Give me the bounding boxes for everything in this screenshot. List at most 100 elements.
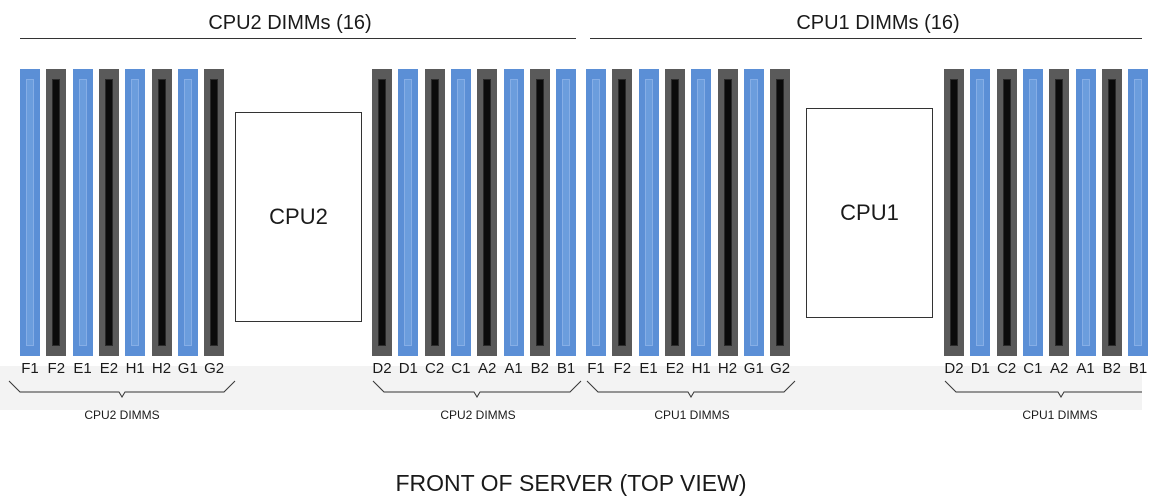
dimm-slot-label: E2 (99, 360, 119, 377)
cpu1-label: CPU1 (840, 200, 899, 225)
dimm-slot-label: D2 (372, 360, 392, 377)
dimm-slot-h2 (151, 69, 172, 356)
dimm-slot-label: H1 (125, 360, 145, 377)
dimm-slot-g2 (770, 69, 791, 356)
dimm-slot-latch (1107, 79, 1116, 346)
dimm-slot-label: A2 (478, 360, 497, 377)
dimm-slot-latch (26, 79, 34, 346)
dimm-slot-g1 (177, 69, 198, 356)
dimm-slot-label: C2 (425, 360, 445, 377)
dimm-slot-label: H1 (691, 360, 711, 377)
dimm-slot-d2 (944, 69, 964, 356)
dimm-slot-latch (104, 79, 113, 346)
dimm-slot-f1 (586, 69, 606, 356)
dimm-slot-label: B2 (1102, 360, 1121, 377)
dimm-slot-label: E2 (665, 360, 685, 377)
dimm-slot-latch (976, 79, 985, 346)
cpu2-socket: CPU2 (235, 112, 362, 322)
dimm-slot-label: B2 (530, 360, 549, 377)
dimm-slot-e1 (638, 69, 659, 356)
dimm-slot-label: G2 (770, 360, 791, 377)
dimm-slot-latch (378, 79, 386, 346)
dimm-slot-latch (430, 79, 439, 346)
dimm-slot-a2 (477, 69, 498, 356)
cpu1-right-brace (944, 380, 1142, 398)
dimm-slot-latch (157, 79, 166, 346)
dimm-slot-label: D2 (944, 360, 964, 377)
dimm-slot-c2 (996, 69, 1017, 356)
dimm-slot-f2 (612, 69, 633, 356)
cpu1-header-rule (590, 38, 1142, 39)
dimm-slot-label: H2 (717, 360, 738, 377)
dimm-slot-latch (562, 79, 571, 346)
dimm-slot-d1 (970, 69, 991, 356)
cpu1-dimms-label-left: CPU1 DIMMS (654, 408, 730, 422)
dimm-slot-latch (404, 79, 413, 346)
dimm-slot-h2 (717, 69, 738, 356)
dimm-slot-latch (483, 79, 492, 346)
dimm-slot-label: F1 (21, 360, 39, 377)
cpu2-dimms-header: CPU2 DIMMs (16) (208, 12, 372, 34)
diagram-footer-title: FRONT OF SERVER (TOP VIEW) (395, 470, 747, 496)
dimm-slot-g1 (743, 69, 764, 356)
dimm-slot-g2 (204, 69, 225, 356)
dimm-slot-latch (535, 79, 544, 346)
dimm-slot-label: A1 (504, 360, 523, 377)
cpu1-dimms-header: CPU1 DIMMs (16) (796, 12, 960, 34)
dimm-slot-b1 (1128, 69, 1149, 356)
dimm-slot-label: F1 (587, 360, 605, 377)
dimm-slot-latch (749, 79, 758, 346)
cpu2-dimms-label-right: CPU2 DIMMS (440, 408, 516, 422)
dimm-slot-label: B1 (1128, 360, 1148, 377)
dimm-slot-label: C1 (1023, 360, 1043, 377)
dimm-slot-label: C2 (997, 360, 1017, 377)
dimm-slot-label: H2 (151, 360, 172, 377)
dimm-slot-label: G1 (743, 360, 764, 377)
dimm-slot-latch (592, 79, 600, 346)
dimm-slot-a2 (1049, 69, 1070, 356)
dimm-slot-c2 (424, 69, 445, 356)
dimm-slot-label: A2 (1050, 360, 1069, 377)
dimm-slot-latch (210, 79, 219, 346)
dimm-slot-label: D1 (970, 360, 990, 377)
dimm-slot-e1 (72, 69, 93, 356)
dimm-slot-e2 (664, 69, 685, 356)
dimm-slot-label: C1 (451, 360, 471, 377)
dimm-slot-latch (456, 79, 465, 346)
dimm-slot-c1 (1022, 69, 1043, 356)
dimm-slot-latch (723, 79, 732, 346)
dimm-slot-a1 (1075, 69, 1096, 356)
dimm-slot-latch (1134, 79, 1143, 346)
dimm-slot-latch (1028, 79, 1037, 346)
dimm-slot-label: G2 (204, 360, 225, 377)
dimm-slot-latch (78, 79, 87, 346)
cpu2-label: CPU2 (269, 204, 328, 229)
dimm-slot-c1 (450, 69, 471, 356)
dimm-slot-h1 (691, 69, 712, 356)
dimm-slot-b1 (556, 69, 577, 356)
dimm-slot-latch (1002, 79, 1011, 346)
dimm-slot-label: G1 (177, 360, 198, 377)
dimm-slot-b2 (529, 69, 550, 356)
dimm-slot-latch (776, 79, 785, 346)
dimm-slot-latch (183, 79, 192, 346)
cpu2-left-brace (8, 380, 236, 398)
dimm-slot-latch (1081, 79, 1090, 346)
dimm-slot-label: E1 (73, 360, 92, 377)
dimm-slot-a1 (503, 69, 524, 356)
dimm-slot-latch (670, 79, 679, 346)
cpu2-header-rule (20, 38, 576, 39)
dimm-slot-d1 (398, 69, 419, 356)
dimm-slot-label: F2 (47, 360, 66, 377)
dimm-slot-latch (950, 79, 958, 346)
dimm-slot-f1 (20, 69, 40, 356)
cpu1-socket: CPU1 (806, 108, 933, 318)
dimm-slot-latch (131, 79, 140, 346)
cpu2-right-brace (372, 380, 582, 398)
dimm-slot-latch (509, 79, 518, 346)
dimm-slot-label: B1 (556, 360, 576, 377)
dimm-slot-label: D1 (398, 360, 418, 377)
dimm-slot-latch (1055, 79, 1064, 346)
cpu1-dimms-label-right: CPU1 DIMMS (1022, 408, 1098, 422)
dimm-slot-latch (52, 79, 61, 346)
